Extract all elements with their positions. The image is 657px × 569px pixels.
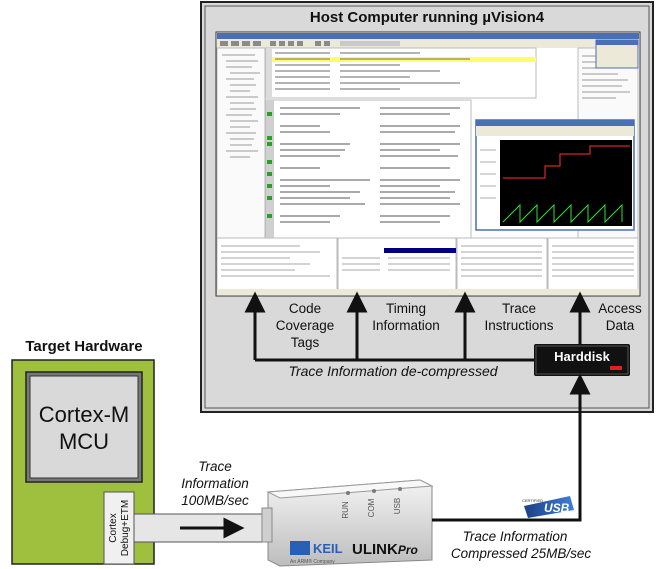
keil-brand-sub: An ARM® Company <box>290 558 335 565</box>
label-timing: Timing <box>386 301 426 316</box>
trace-left-3: 100MB/sec <box>181 493 249 508</box>
led-usb: USB <box>393 498 402 514</box>
usb-logo-text: USB <box>544 501 570 515</box>
trace-right-2: Compressed 25MB/sec <box>451 546 592 561</box>
target-title: Target Hardware <box>25 338 142 355</box>
host-title: Host Computer running µVision4 <box>310 9 545 26</box>
keil-brand: KEIL <box>313 541 343 556</box>
decompressed-bus <box>244 291 591 362</box>
ulink-pro <box>261 479 434 567</box>
led-run: RUN <box>341 501 350 519</box>
label-coverage: Coverage <box>276 318 335 333</box>
usb-logo-small: CERTIFIED <box>522 498 543 503</box>
label-information: Information <box>372 318 440 333</box>
trace-right-1: Trace Information <box>463 529 568 544</box>
trace-left-1: Trace <box>198 459 232 474</box>
label-data: Data <box>606 318 635 333</box>
usb-logo <box>524 496 574 518</box>
mcu-line2: MCU <box>59 429 109 454</box>
keil-logo-mark <box>290 541 310 555</box>
label-instructions: Instructions <box>484 318 553 333</box>
label-tags: Tags <box>291 335 320 350</box>
compressed-link <box>432 373 591 522</box>
ulink-leds <box>346 487 402 495</box>
connector-line1: Cortex <box>108 513 119 542</box>
connector-line2: Debug+ETM <box>120 500 131 556</box>
decompressed-label: Trace Information de-compressed <box>288 363 498 379</box>
label-code: Code <box>289 301 321 316</box>
harddisk-led <box>610 366 622 370</box>
label-trace: Trace <box>502 301 536 316</box>
mcu-line1: Cortex-M <box>39 402 129 427</box>
ulink-product: ULINKPro <box>352 541 418 558</box>
trace-left-2: Information <box>181 476 249 491</box>
label-access: Access <box>598 301 642 316</box>
harddisk-label: Harddisk <box>554 349 610 364</box>
led-com: COM <box>367 498 376 517</box>
uvision-screenshot <box>215 31 641 297</box>
